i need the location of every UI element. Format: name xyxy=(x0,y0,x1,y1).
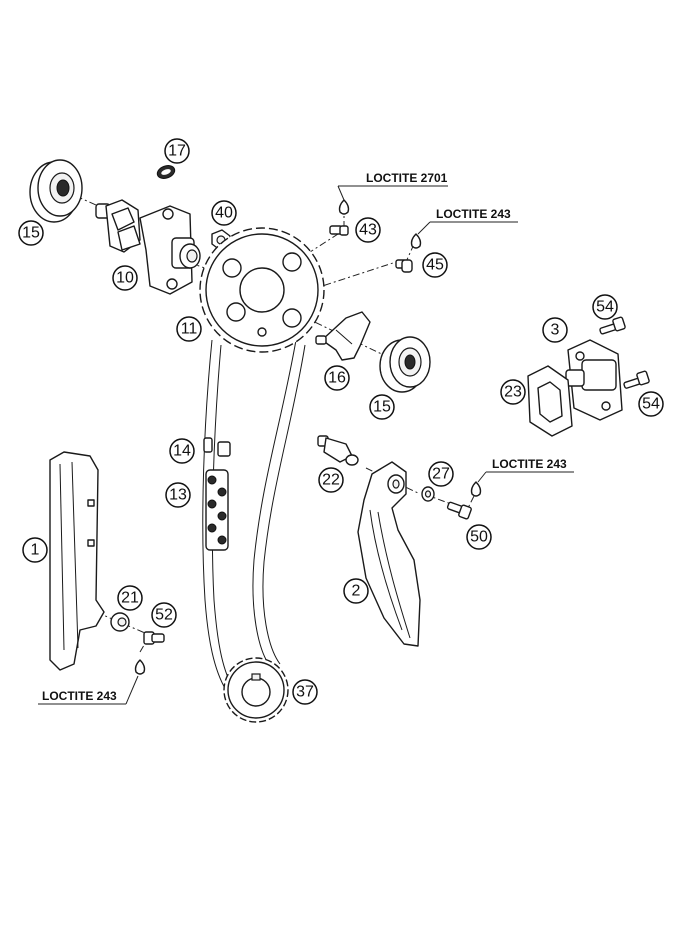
callout-text: 15 xyxy=(22,225,40,242)
loctite-drop-2701 xyxy=(338,199,350,215)
callout-50: 50 xyxy=(466,524,492,550)
callout-text: 45 xyxy=(426,257,444,274)
callout-text: 17 xyxy=(168,143,186,160)
callout-text: 43 xyxy=(359,222,377,239)
camshaft-sprocket-11 xyxy=(199,227,325,353)
callout-text: 13 xyxy=(169,487,187,504)
callout-54-lower: 54 xyxy=(638,391,664,417)
callout-13: 13 xyxy=(165,482,191,508)
loctite-243-label-bottom: LOCTITE 243 xyxy=(42,689,117,703)
callout-15-right: 15 xyxy=(369,394,395,420)
chain-segment-13 xyxy=(205,469,229,551)
chain-link-14 xyxy=(203,437,231,457)
callout-text: 16 xyxy=(328,370,346,387)
callout-text: 15 xyxy=(373,399,391,416)
loctite-drop-243-upper xyxy=(410,233,422,249)
callout-text: 22 xyxy=(322,472,340,489)
callout-text: 1 xyxy=(31,542,40,559)
callout-43: 43 xyxy=(355,217,381,243)
tensioner-rail-2 xyxy=(357,461,421,647)
chain-guide-1 xyxy=(49,451,105,671)
callout-23: 23 xyxy=(500,379,526,405)
callout-text: 27 xyxy=(432,466,450,483)
bearing-15-upper-left xyxy=(29,159,83,223)
callout-22: 22 xyxy=(318,467,344,493)
spring-clip-17 xyxy=(156,165,176,179)
callout-text: 37 xyxy=(296,684,314,701)
bushing-21 xyxy=(110,612,130,632)
timing-chain-outline xyxy=(202,339,306,691)
callout-45: 45 xyxy=(422,252,448,278)
bearing-15-right xyxy=(379,336,431,393)
crankshaft-sprocket-37 xyxy=(223,657,289,723)
callout-40: 40 xyxy=(211,200,237,226)
callout-2: 2 xyxy=(343,578,369,604)
callout-text: 3 xyxy=(551,322,560,339)
camshaft-10 xyxy=(95,199,201,295)
callout-text: 2 xyxy=(352,583,361,600)
callout-3: 3 xyxy=(542,317,568,343)
bolt-54-upper xyxy=(599,316,626,335)
callout-27: 27 xyxy=(428,461,454,487)
callout-11: 11 xyxy=(176,316,202,342)
leader-lines xyxy=(38,185,574,705)
callout-54-upper: 54 xyxy=(592,294,618,320)
callout-text: 54 xyxy=(596,299,614,316)
loctite-243-label-top: LOCTITE 243 xyxy=(436,207,511,221)
callout-16: 16 xyxy=(324,365,350,391)
callout-text: 52 xyxy=(155,607,173,624)
callout-text: 21 xyxy=(121,590,139,607)
callout-10: 10 xyxy=(112,265,138,291)
callout-text: 50 xyxy=(470,529,488,546)
callout-21: 21 xyxy=(117,585,143,611)
loctite-labels: LOCTITE 2701 LOCTITE 243 LOCTITE 243 LOC… xyxy=(42,171,567,703)
lever-16 xyxy=(315,311,371,361)
callout-text: 10 xyxy=(116,270,134,287)
callout-text: 54 xyxy=(642,396,660,413)
washer-27 xyxy=(421,486,435,502)
callout-15-upper-left: 15 xyxy=(18,220,44,246)
bolt-54-lower xyxy=(623,370,650,389)
bolt-52 xyxy=(143,631,165,645)
callout-14: 14 xyxy=(169,438,195,464)
pivot-pin-22 xyxy=(317,435,359,466)
callout-text: 40 xyxy=(215,205,233,222)
loctite-drop-243-lower xyxy=(134,659,146,675)
callout-17: 17 xyxy=(164,138,190,164)
loctite-243-label-middle: LOCTITE 243 xyxy=(492,457,567,471)
chain-tensioner-3 xyxy=(565,339,623,421)
loctite-drop-243-middle xyxy=(470,481,482,497)
screw-45 xyxy=(395,259,413,273)
callout-52: 52 xyxy=(151,602,177,628)
callout-1: 1 xyxy=(22,537,48,563)
gasket-23 xyxy=(527,365,573,437)
loctite-2701-label: LOCTITE 2701 xyxy=(366,171,448,185)
callout-text: 23 xyxy=(504,384,522,401)
screw-43 xyxy=(329,225,349,236)
callout-text: 14 xyxy=(173,443,191,460)
callout-text: 11 xyxy=(181,321,198,338)
bolt-50 xyxy=(446,501,472,520)
callout-37: 37 xyxy=(292,679,318,705)
